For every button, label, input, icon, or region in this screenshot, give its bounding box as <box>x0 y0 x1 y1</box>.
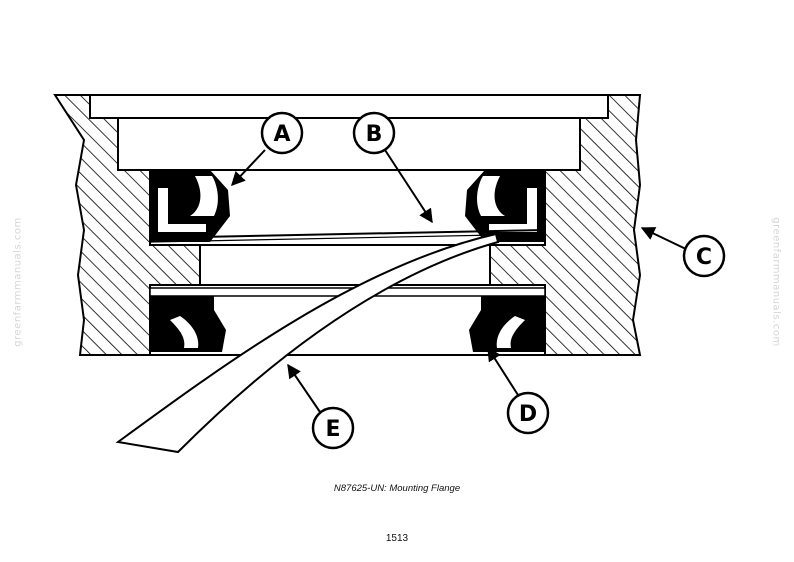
callout-b: B <box>352 111 396 155</box>
watermark-right: greenfarmmanuals.com <box>770 217 782 347</box>
figure-caption: N87625-UN: Mounting Flange <box>333 483 461 494</box>
page-number: 1513 <box>385 533 409 544</box>
cover-plate <box>89 94 609 119</box>
seal-sleeve <box>149 229 546 239</box>
callout-e: E <box>311 406 355 450</box>
callout-d: D <box>506 391 550 435</box>
svg-text:E: E <box>325 417 340 442</box>
svg-text:C: C <box>696 245 712 270</box>
callout-a: A <box>260 111 304 155</box>
watermark-left: greenfarmmanuals.com <box>12 217 24 347</box>
svg-text:A: A <box>273 122 290 147</box>
svg-text:B: B <box>366 122 383 147</box>
callout-c: C <box>682 234 726 278</box>
pry-tool <box>115 232 500 454</box>
svg-text:D: D <box>519 402 537 427</box>
mounting-flange-diagram: A B C D E <box>53 94 726 454</box>
upper-seal <box>150 170 545 242</box>
